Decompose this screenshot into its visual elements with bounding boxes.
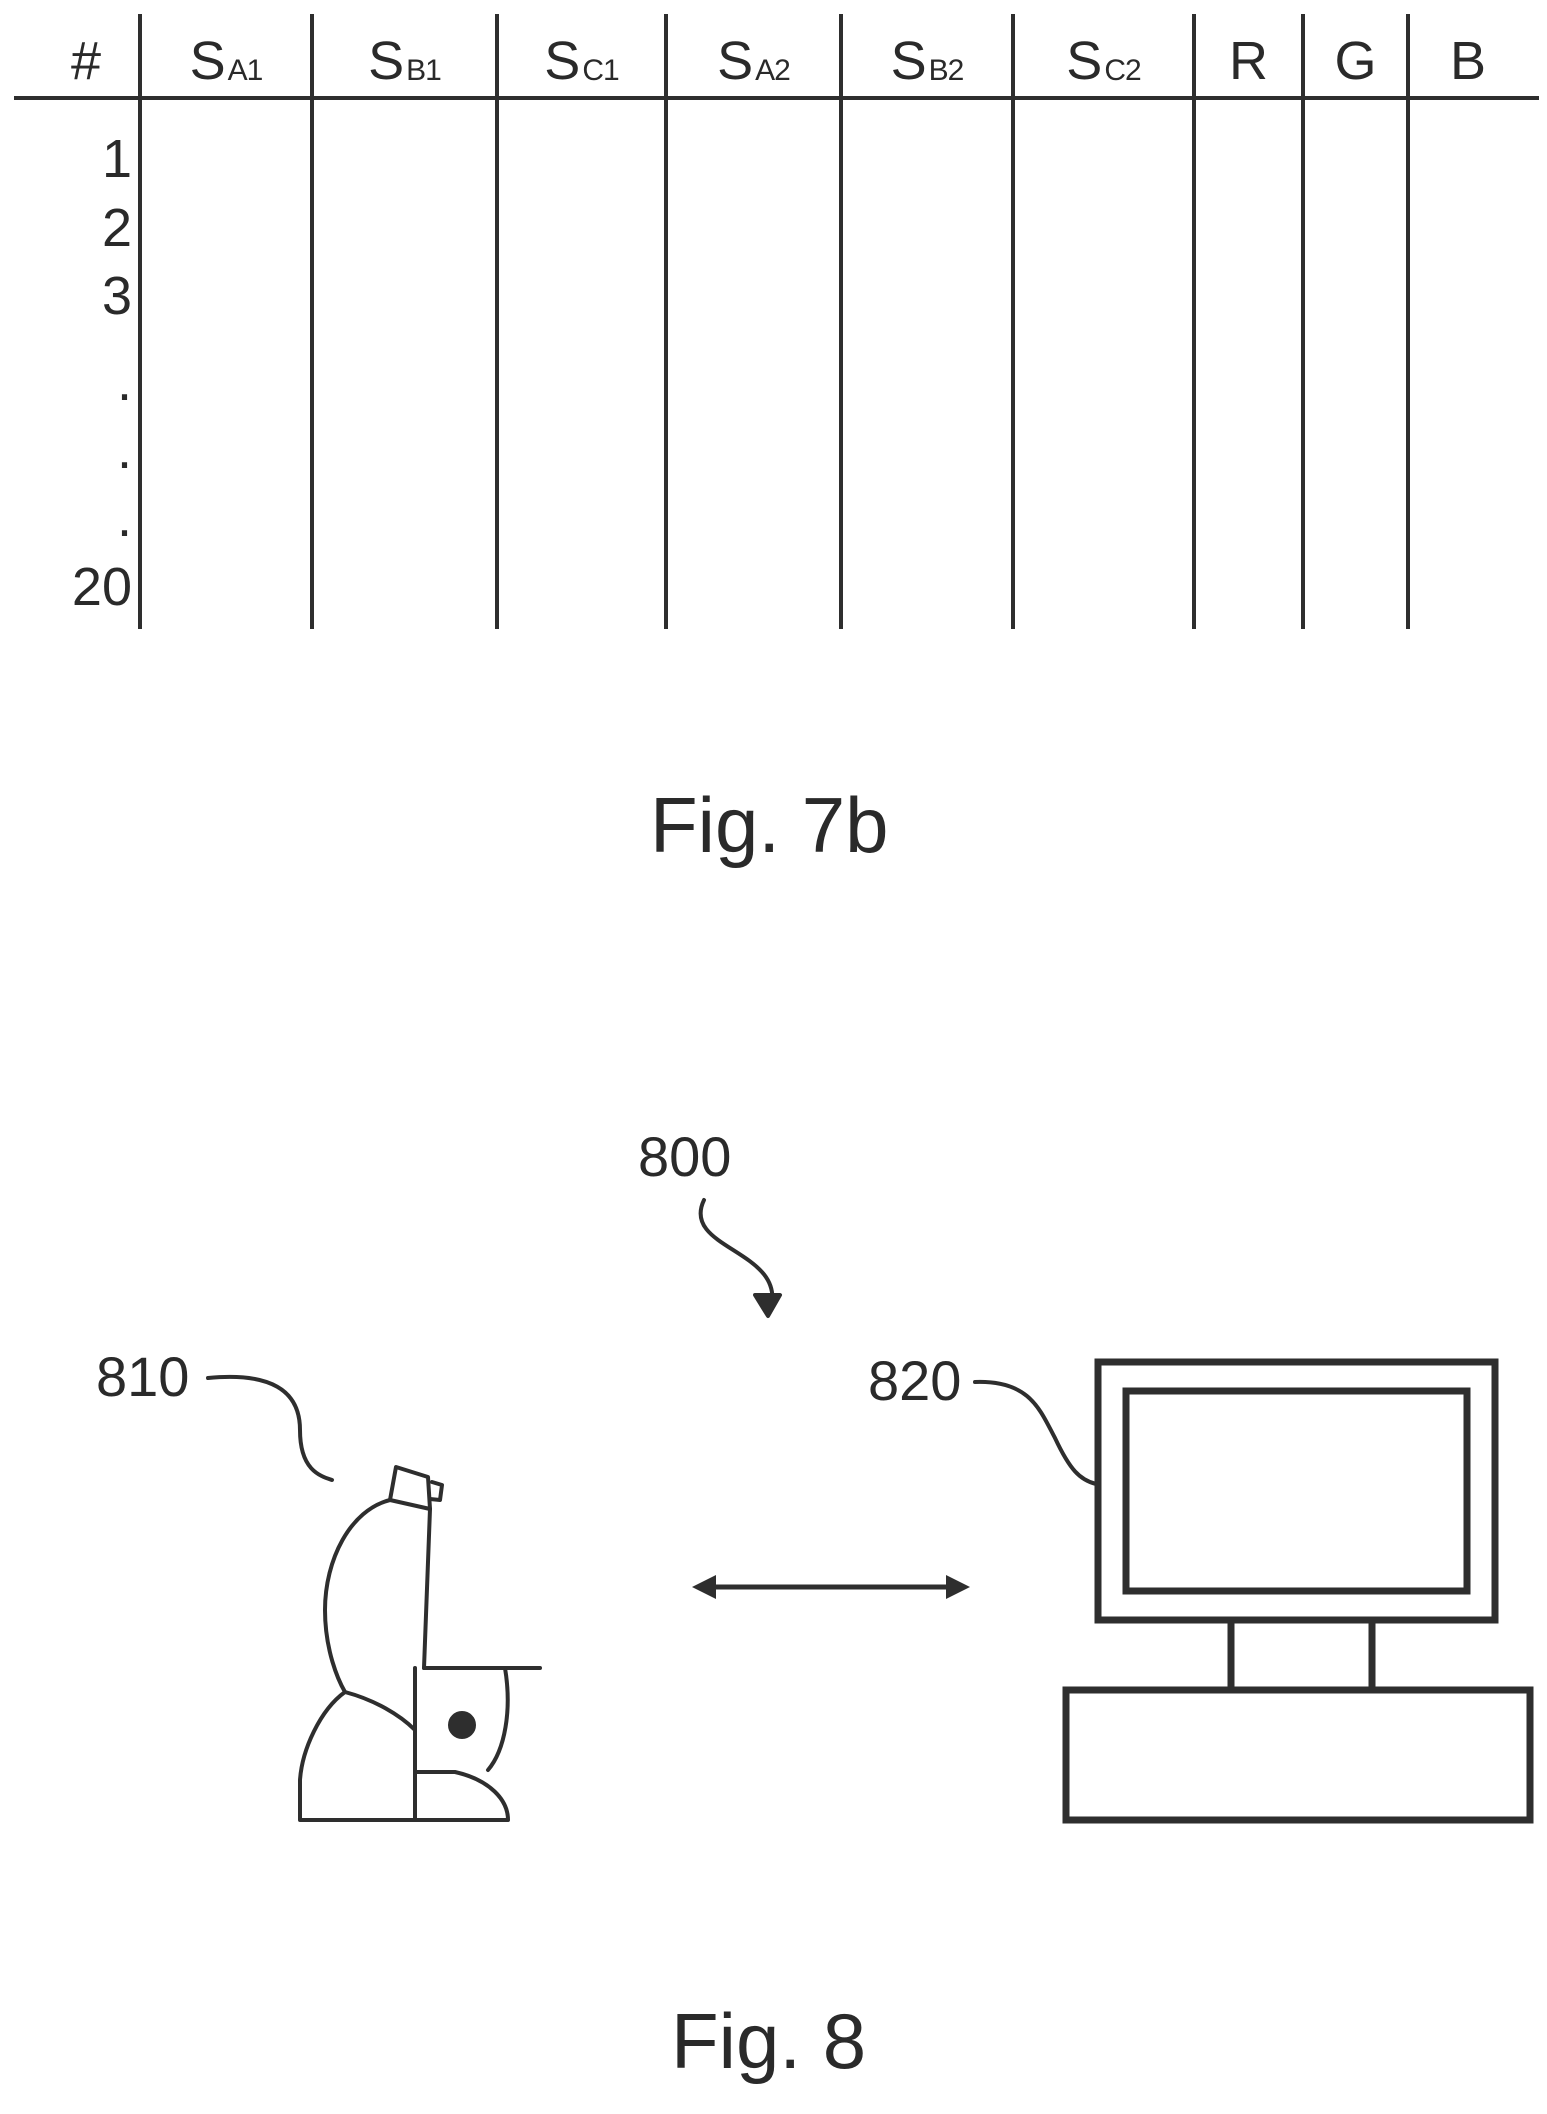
header-sa2: SA2 <box>668 22 839 92</box>
row-label-ellipsis: . <box>14 488 132 548</box>
row-label: 20 <box>14 557 132 617</box>
column-divider <box>1301 14 1305 629</box>
column-divider <box>1192 14 1196 629</box>
header-main: G <box>1334 30 1376 92</box>
header-sb2: SB2 <box>843 22 1011 92</box>
data-table: # SA1 SB1 SC1 SA2 SB2 SC2 R G B 1 2 3 . … <box>14 12 1539 634</box>
header-subscript: A1 <box>228 40 263 102</box>
header-g: G <box>1305 22 1406 92</box>
figure-caption-7b: Fig. 7b <box>650 780 888 871</box>
row-label: 2 <box>14 198 132 258</box>
column-divider <box>138 14 142 629</box>
header-sc2: SC2 <box>1015 22 1192 92</box>
header-main: S <box>544 30 580 92</box>
system-diagram: 800 810 820 <box>0 1090 1547 1990</box>
microscope-icon <box>300 1467 540 1820</box>
system-leader-arrow <box>701 1200 780 1316</box>
header-subscript: C1 <box>582 40 618 102</box>
column-divider <box>839 14 843 629</box>
column-divider <box>1406 14 1410 629</box>
column-divider <box>310 14 314 629</box>
computer-leader-line <box>975 1382 1096 1484</box>
header-main: B <box>1450 30 1486 92</box>
row-label: 1 <box>14 129 132 189</box>
header-subscript: B2 <box>929 40 964 102</box>
header-r: R <box>1196 22 1301 92</box>
column-divider <box>1011 14 1015 629</box>
header-main: S <box>717 30 753 92</box>
header-index: # <box>34 22 138 92</box>
header-main: # <box>71 30 101 92</box>
header-main: S <box>190 30 226 92</box>
microscope-leader-line <box>208 1377 332 1480</box>
header-subscript: C2 <box>1104 40 1140 102</box>
diagram-drawing <box>0 1090 1547 1990</box>
header-subscript: B1 <box>406 40 441 102</box>
row-label-ellipsis: . <box>14 352 132 412</box>
figure-caption-8: Fig. 8 <box>671 1996 866 2087</box>
header-subscript: A2 <box>755 40 790 102</box>
header-main: R <box>1229 30 1268 92</box>
header-main: S <box>368 30 404 92</box>
bidirectional-arrow <box>692 1575 970 1599</box>
header-main: S <box>891 30 927 92</box>
header-main: S <box>1066 30 1102 92</box>
header-sc1: SC1 <box>499 22 664 92</box>
row-label-ellipsis: . <box>14 420 132 480</box>
header-b: B <box>1410 22 1526 92</box>
row-label: 3 <box>14 266 132 326</box>
header-sb1: SB1 <box>314 22 495 92</box>
column-divider <box>495 14 499 629</box>
header-sa1: SA1 <box>142 22 310 92</box>
column-divider <box>664 14 668 629</box>
computer-icon <box>1066 1362 1530 1820</box>
